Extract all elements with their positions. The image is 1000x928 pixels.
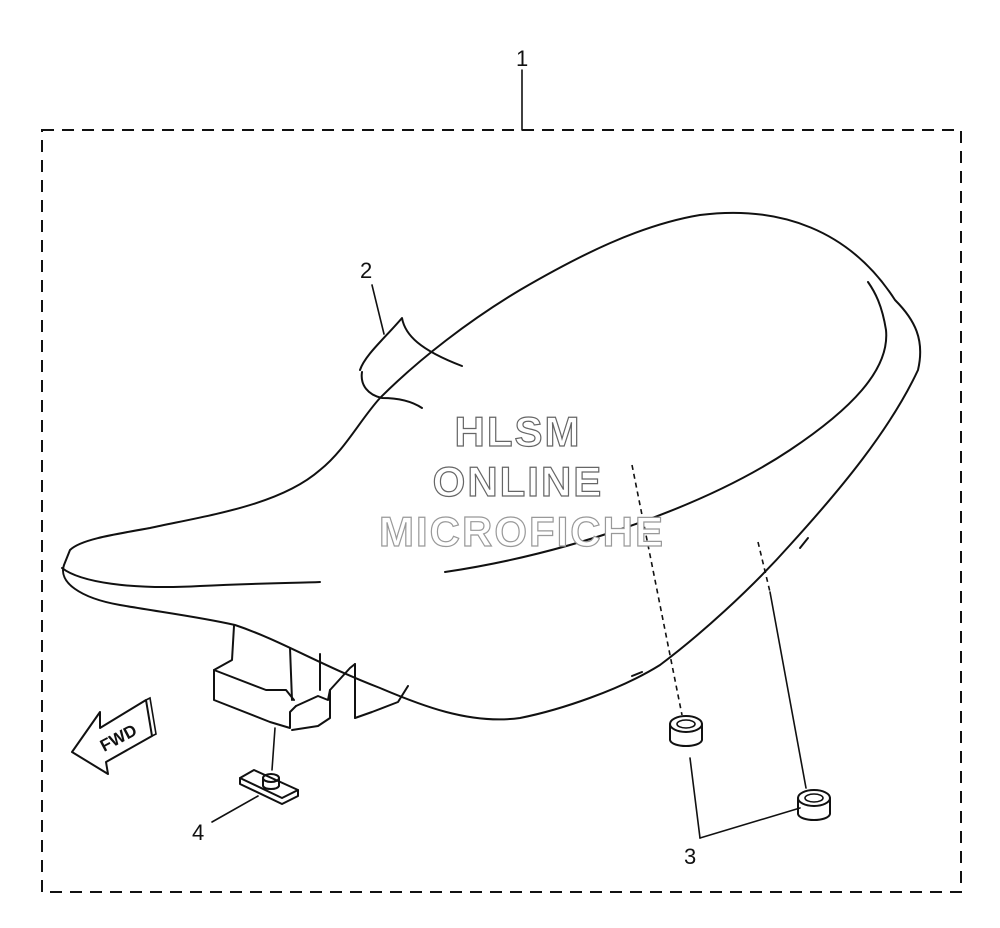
seat-bracket-clip-icon xyxy=(239,727,299,805)
callout-3: 3 xyxy=(684,757,801,869)
callout-1: 1 xyxy=(516,46,528,131)
watermark-line-2: ONLINE xyxy=(433,458,604,505)
leader-dash-left xyxy=(631,464,683,716)
watermark: HLSM ONLINE MICROFICHE xyxy=(378,407,665,555)
watermark-line-1: HLSM xyxy=(455,408,582,455)
assembly-boundary xyxy=(41,129,962,893)
callout-2: 2 xyxy=(360,258,385,335)
leader-dash-right xyxy=(757,541,771,593)
callout-4-label: 4 xyxy=(192,820,204,845)
callout-1-label: 1 xyxy=(516,46,528,71)
watermark-line-3: MICROFICHE xyxy=(379,508,665,555)
callout-4: 4 xyxy=(192,795,259,845)
callout-2-label: 2 xyxy=(360,258,372,283)
rubber-damper-icon xyxy=(669,715,703,747)
rubber-damper-icon xyxy=(797,789,831,821)
callout-3-label: 3 xyxy=(684,844,696,869)
arrow-left-down-icon: FWD xyxy=(71,696,157,775)
seat-assembly xyxy=(61,211,922,731)
